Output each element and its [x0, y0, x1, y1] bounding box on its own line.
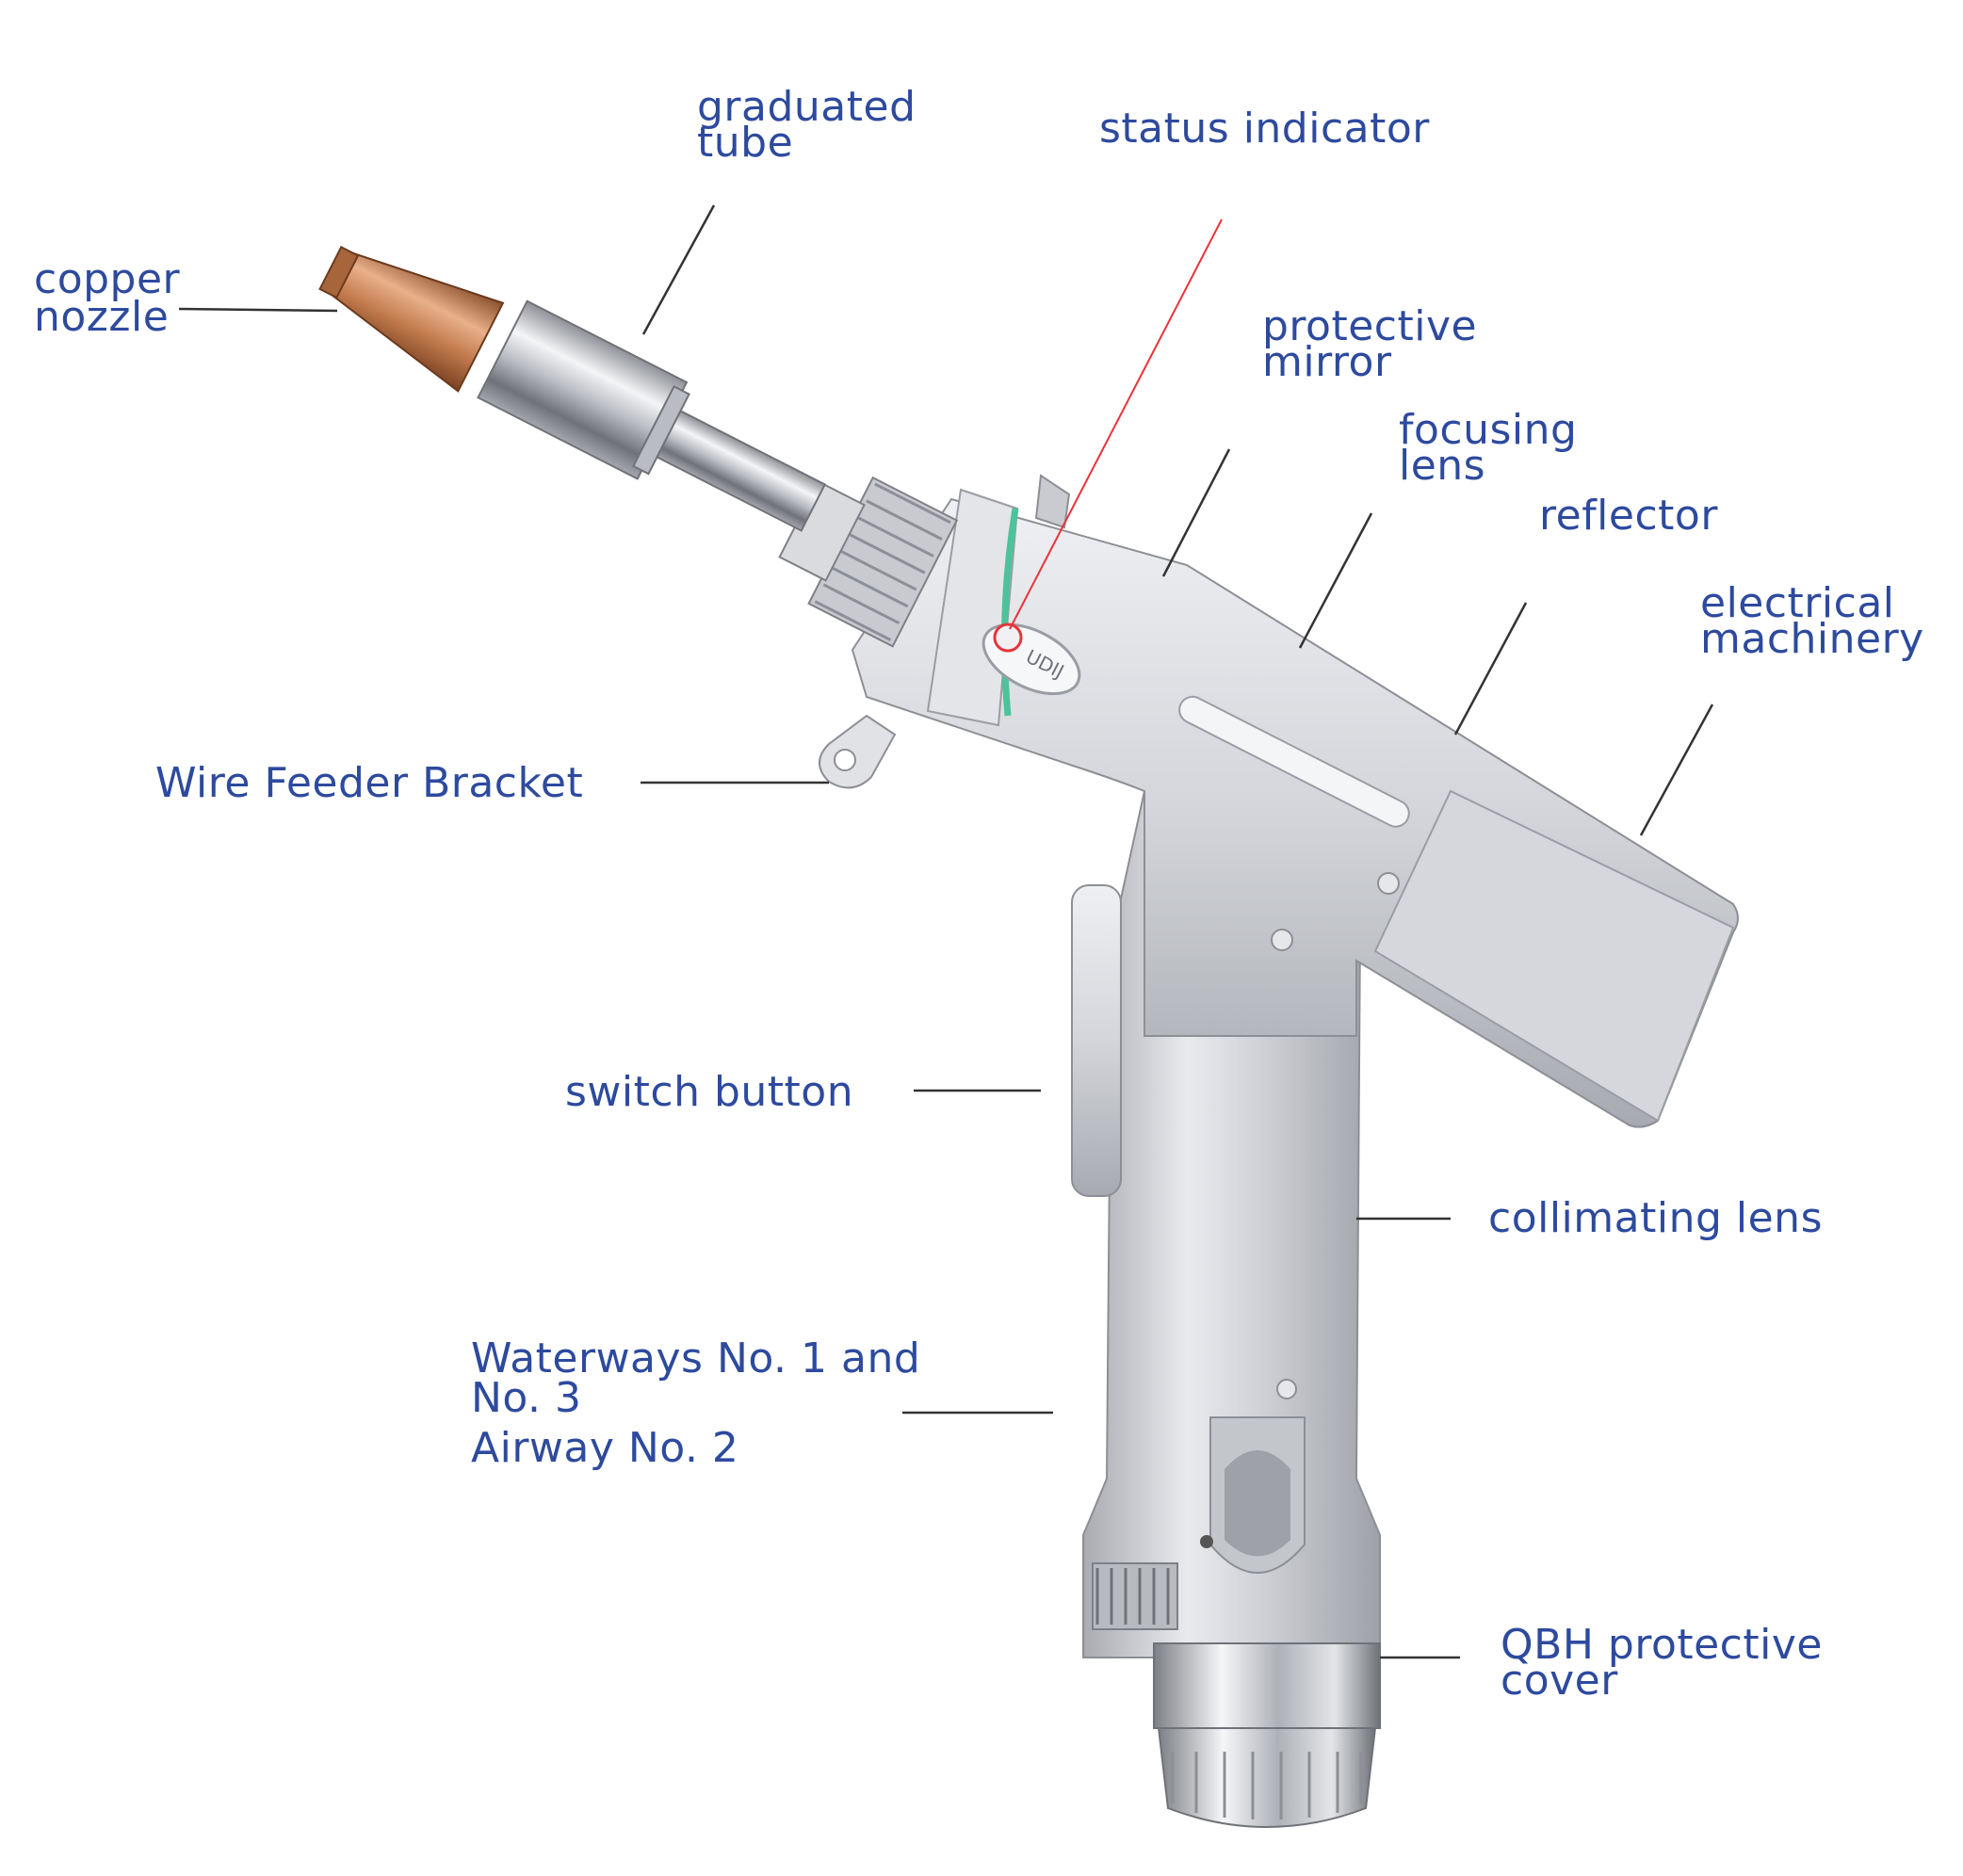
label-qbh-cover: QBH protective cover — [1501, 1621, 1823, 1705]
label-waterways-line2: No. 3 — [471, 1374, 582, 1422]
label-protective-mirror-line1: protective — [1262, 302, 1478, 350]
label-qbh-cover-line1: QBH protective — [1501, 1621, 1823, 1669]
label-wire-feeder-bracket-text: Wire Feeder Bracket — [155, 759, 584, 807]
knurled-nut — [778, 476, 959, 648]
laser-leader-line — [1009, 218, 1223, 630]
label-protective-mirror-line2: mirror — [1262, 338, 1392, 386]
label-protective-mirror: protective mirror — [1262, 302, 1478, 386]
label-reflector-text: reflector — [1539, 492, 1718, 540]
label-switch-button: switch button — [565, 1068, 854, 1116]
label-status-indicator: status indicator — [1099, 105, 1430, 153]
label-waterways-line1: Waterways No. 1 and — [471, 1334, 921, 1383]
copper-nozzle-part — [318, 245, 505, 393]
qbh-assembly — [1092, 1562, 1381, 1828]
label-copper-nozzle-line2: nozzle — [34, 293, 170, 341]
label-focusing-lens-line2: lens — [1399, 442, 1486, 490]
leader-copper-nozzle — [178, 307, 338, 313]
label-qbh-cover-line2: cover — [1501, 1657, 1618, 1705]
switch-button-part — [1071, 884, 1122, 1197]
label-graduated-tube-line2: tube — [697, 119, 794, 167]
leader-focusing-lens — [1298, 512, 1373, 649]
label-wire-feeder-bracket: Wire Feeder Bracket — [155, 759, 584, 807]
label-switch-button-text: switch button — [565, 1068, 854, 1116]
label-collimating-lens-text: collimating lens — [1488, 1194, 1823, 1242]
label-graduated-tube: graduated tube — [697, 83, 917, 167]
label-focusing-lens: focusing lens — [1399, 406, 1578, 490]
label-waterways: Waterways No. 1 and No. 3 Airway No. 2 — [471, 1334, 921, 1475]
label-copper-nozzle: copper nozzle — [34, 255, 181, 341]
label-electrical-machinery-line1: electrical — [1700, 579, 1895, 627]
label-reflector: reflector — [1539, 492, 1718, 540]
leader-electrical-machinery — [1639, 704, 1714, 836]
label-electrical-machinery-line2: machinery — [1700, 615, 1924, 663]
label-status-indicator-text: status indicator — [1099, 105, 1430, 153]
main-housing: UDIJ — [819, 474, 1739, 1128]
label-focusing-lens-line1: focusing — [1399, 406, 1578, 454]
label-copper-nozzle-line1: copper — [34, 255, 181, 303]
graduated-tube-part — [477, 299, 827, 532]
label-graduated-tube-line1: graduated — [697, 83, 917, 131]
label-airway-line: Airway No. 2 — [471, 1424, 739, 1472]
leader-graduated-tube — [641, 204, 716, 335]
leader-protective-mirror — [1161, 448, 1231, 577]
label-electrical-machinery: electrical machinery — [1700, 579, 1924, 663]
leader-reflector — [1453, 602, 1528, 736]
leader-lines — [178, 204, 1714, 1659]
label-collimating-lens: collimating lens — [1488, 1194, 1823, 1242]
